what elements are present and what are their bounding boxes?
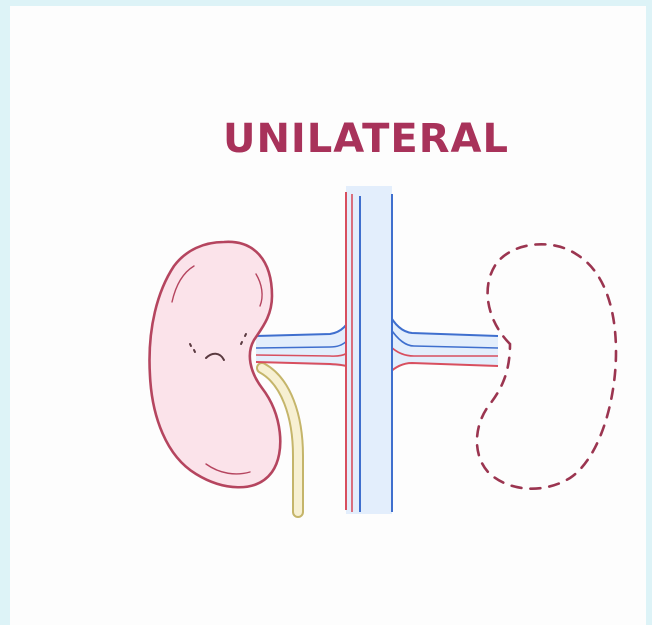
illustration-frame: UNILATERAL (10, 6, 646, 625)
great-vessels (346, 186, 392, 514)
right-renal-vessels (388, 312, 498, 374)
unilateral-kidney-illustration: UNILATERAL (10, 6, 646, 625)
title-text: UNILATERAL (223, 116, 509, 162)
